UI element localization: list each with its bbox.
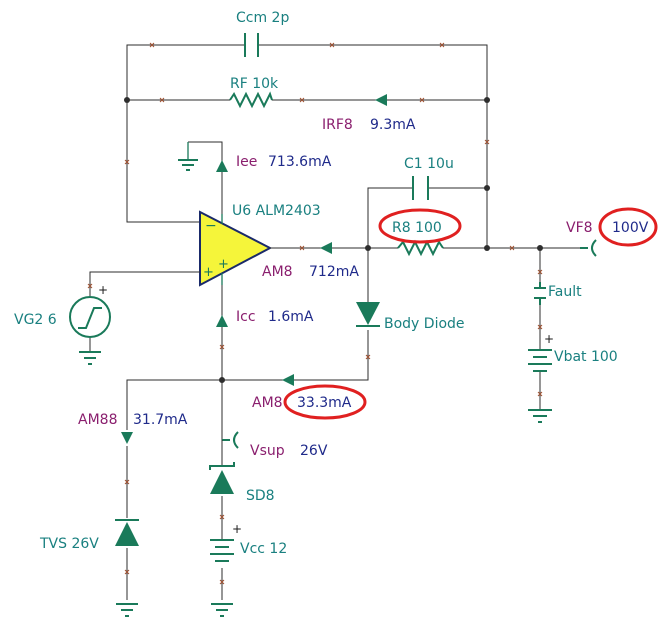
junction-dots	[124, 97, 543, 383]
vcc-battery[interactable]	[210, 539, 234, 562]
vg2-plus-symbol: +	[98, 283, 108, 297]
am8-output-value: 712mA	[309, 264, 359, 280]
u6-label: U6 ALM2403	[232, 203, 321, 219]
r8-resistor[interactable]	[397, 239, 444, 257]
r8-label: R8 100	[392, 220, 442, 236]
body-diode-label: Body Diode	[384, 316, 465, 332]
iee-ammeter[interactable]	[216, 160, 228, 172]
c1-capacitor[interactable]	[412, 176, 429, 200]
vf8-name: VF8	[566, 220, 593, 236]
am88-value: 31.7mA	[133, 412, 188, 428]
iee-branch	[178, 141, 223, 214]
fault-switch[interactable]	[534, 282, 546, 305]
ccm-capacitor[interactable]	[244, 33, 259, 57]
icc-ammeter[interactable]	[216, 315, 228, 327]
body-diode[interactable]	[356, 302, 380, 327]
vsup-name: Vsup	[250, 443, 285, 459]
am88-name: AM88	[78, 412, 117, 428]
iee-name: Iee	[236, 154, 257, 170]
c1-wires	[367, 187, 487, 248]
u6-opamp[interactable]	[199, 210, 273, 287]
am8-lower-name: AM8	[252, 395, 283, 411]
irf8-ammeter[interactable]	[375, 94, 387, 106]
sd8-zener[interactable]	[209, 462, 235, 494]
vbat-ground	[528, 409, 552, 423]
icc-value: 1.6mA	[268, 309, 314, 325]
tvs-label: TVS 26V	[39, 536, 99, 552]
node-markers	[87, 42, 543, 585]
am8-lower-ammeter[interactable]	[282, 374, 294, 386]
iee-value: 713.6mA	[268, 154, 332, 170]
rf-resistor[interactable]	[229, 91, 273, 109]
vg2-label: VG2 6	[14, 312, 57, 328]
vf8-value: 100V	[612, 220, 649, 236]
vbat-battery[interactable]	[528, 349, 552, 372]
tvs-ground	[116, 603, 138, 617]
am8-output-name: AM8	[262, 264, 293, 280]
feedback-network	[126, 44, 488, 248]
vg2-ground	[79, 351, 101, 365]
fault-label: Fault	[548, 284, 582, 300]
am8-lower-highlight	[283, 384, 367, 420]
vf8-probe[interactable]	[580, 239, 597, 257]
am8-output-ammeter[interactable]	[320, 242, 332, 254]
vcc-label: Vcc 12	[240, 541, 287, 557]
vcc-plus-symbol: +	[232, 522, 242, 536]
vbat-plus-symbol: +	[544, 332, 554, 346]
am88-ammeter[interactable]	[121, 432, 133, 444]
vcc-ground	[211, 603, 233, 617]
vf8-highlight	[598, 207, 658, 247]
rf-label: RF 10k	[230, 76, 279, 92]
tvs-diode[interactable]	[115, 519, 139, 546]
c1-label: C1 10u	[404, 156, 454, 172]
r8-highlight	[378, 208, 462, 244]
icc-name: Icc	[236, 309, 256, 325]
opamp-plus-in-symbol: +	[203, 265, 214, 280]
vsup-value: 26V	[300, 443, 328, 459]
ccm-label: Ccm 2p	[236, 10, 289, 26]
vsup-probe[interactable]	[222, 431, 239, 449]
irf8-name: IRF8	[322, 117, 353, 133]
vg2-source[interactable]	[69, 296, 111, 338]
vbat-label: Vbat 100	[554, 349, 618, 365]
vg2-wires	[89, 271, 200, 352]
am8-lower-value: 33.3mA	[297, 395, 352, 411]
irf8-value: 9.3mA	[370, 117, 416, 133]
opamp-plus-out-symbol: +	[218, 257, 229, 272]
body-diode-wires	[222, 248, 369, 381]
sd8-label: SD8	[246, 488, 275, 504]
opamp-minus-symbol: −	[205, 218, 217, 234]
